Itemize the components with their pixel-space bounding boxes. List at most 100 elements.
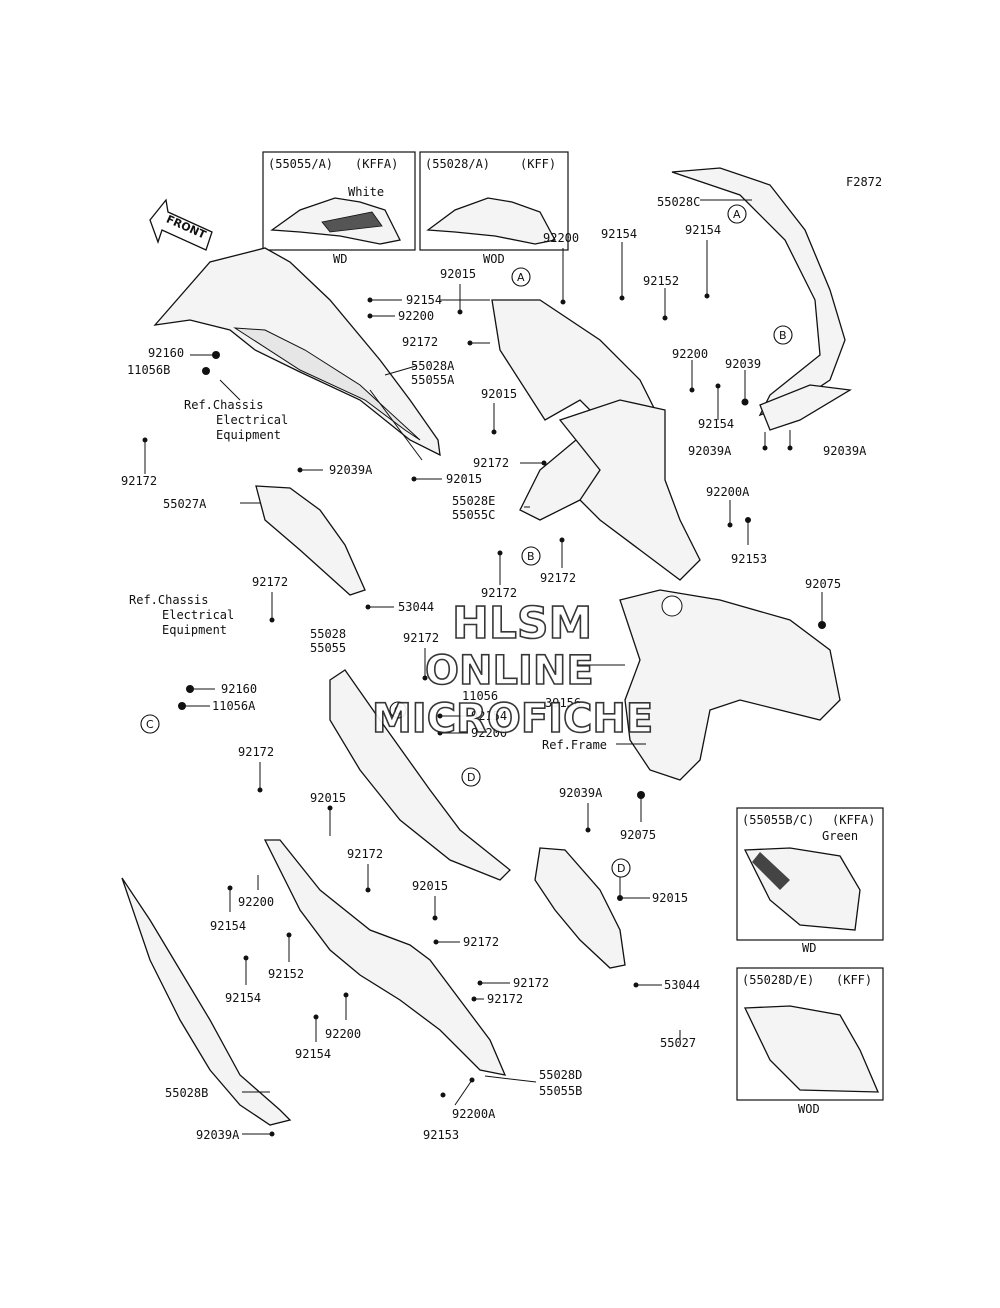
part-label: 92154 bbox=[685, 223, 721, 237]
part-labels: 55028C 92154 92200 92015 92200 92154 921… bbox=[121, 195, 867, 1142]
svg-text:D: D bbox=[467, 771, 475, 784]
part-label: 92039A bbox=[688, 444, 732, 458]
variant-caption: WD bbox=[802, 941, 816, 955]
part-label: 92154 bbox=[698, 417, 734, 431]
svg-text:B: B bbox=[527, 550, 535, 563]
part-label: 92200A bbox=[706, 485, 750, 499]
callout-a-1: A bbox=[727, 204, 747, 224]
part-label: 11056 bbox=[462, 689, 498, 703]
svg-text:Electrical: Electrical bbox=[162, 608, 234, 622]
svg-text:Ref.Chassis: Ref.Chassis bbox=[184, 398, 263, 412]
part-label: 92200 bbox=[325, 1027, 361, 1041]
variant-code: (55055B/C) bbox=[742, 813, 814, 827]
part-label: 92172 bbox=[513, 976, 549, 990]
variant-model: (KFFA) bbox=[355, 157, 398, 171]
part-label: 92160 bbox=[221, 682, 257, 696]
part-label: 92152 bbox=[643, 274, 679, 288]
part-label: 55028D bbox=[539, 1068, 582, 1082]
part-label: 92200 bbox=[238, 895, 274, 909]
part-label: 92039A bbox=[559, 786, 603, 800]
middle-lower-cowl bbox=[329, 669, 511, 881]
part-label: 92200 bbox=[543, 231, 579, 245]
part-label: 92153 bbox=[731, 552, 767, 566]
part-label: 53044 bbox=[398, 600, 434, 614]
part-label: 55028C bbox=[657, 195, 700, 209]
figure-code: F2872 bbox=[846, 175, 882, 189]
ref-frame: Ref.Frame bbox=[542, 738, 607, 752]
callout-c-2: C bbox=[389, 701, 407, 719]
part-label: 92172 bbox=[402, 335, 438, 349]
inner-cowl-frame bbox=[619, 589, 841, 781]
part-label: 92015 bbox=[446, 472, 482, 486]
part-label: 55055A bbox=[411, 373, 455, 387]
ref-chassis-electrical-2: Ref.Chassis Electrical Equipment bbox=[129, 593, 234, 637]
part-label: 92154 bbox=[471, 709, 507, 723]
part-label: 92172 bbox=[403, 631, 439, 645]
part-label: 53044 bbox=[664, 978, 700, 992]
variant-code: (55028D/E) bbox=[742, 973, 814, 987]
lower-long-cowl bbox=[121, 877, 292, 1126]
part-label: 92154 bbox=[406, 293, 442, 307]
part-label: 92075 bbox=[620, 828, 656, 842]
part-label: 92015 bbox=[481, 387, 517, 401]
cowling-variant-shape bbox=[426, 197, 556, 245]
inner-panel-55027a bbox=[255, 485, 366, 596]
variant-color-note: Green bbox=[822, 829, 858, 843]
part-label: 92172 bbox=[238, 745, 274, 759]
callout-c-1: C bbox=[140, 714, 160, 734]
part-label: 55027 bbox=[660, 1036, 696, 1050]
part-label: 92039 bbox=[725, 357, 761, 371]
part-label: 92015 bbox=[310, 791, 346, 805]
watermark-line3: MICROFICHE bbox=[372, 696, 653, 742]
part-label: 92200 bbox=[672, 347, 708, 361]
svg-text:C: C bbox=[394, 704, 402, 717]
svg-text:Equipment: Equipment bbox=[216, 428, 281, 442]
part-label: 92172 bbox=[121, 474, 157, 488]
part-label: 55027A bbox=[163, 497, 207, 511]
part-label: 92039A bbox=[196, 1128, 240, 1142]
part-label: 39156 bbox=[545, 696, 581, 710]
part-label: 92200A bbox=[452, 1107, 496, 1121]
part-label: 92154 bbox=[295, 1047, 331, 1061]
variant-color-note: White bbox=[348, 185, 384, 199]
part-label: 55028 bbox=[310, 627, 346, 641]
part-label: 92154 bbox=[225, 991, 261, 1005]
variant-box-55028d-kff: (55028D/E) (KFF) WOD bbox=[736, 967, 884, 1116]
part-label: 92015 bbox=[652, 891, 688, 905]
variant-code: (55028/A) bbox=[425, 157, 490, 171]
callout-d-1: D bbox=[461, 767, 481, 787]
part-label: 92015 bbox=[440, 267, 476, 281]
variant-caption: WOD bbox=[483, 252, 505, 266]
callout-b-1: B bbox=[773, 325, 793, 345]
svg-text:Ref.Chassis: Ref.Chassis bbox=[129, 593, 208, 607]
leader-lines bbox=[144, 199, 823, 1135]
part-label: 11056A bbox=[212, 699, 256, 713]
lower-side-cowl bbox=[263, 839, 507, 1076]
svg-text:C: C bbox=[146, 718, 154, 731]
part-label: 92172 bbox=[252, 575, 288, 589]
part-label: 92039A bbox=[823, 444, 867, 458]
callout-d-2: D bbox=[611, 858, 631, 878]
svg-text:Electrical: Electrical bbox=[216, 413, 288, 427]
variant-code: (55055/A) bbox=[268, 157, 333, 171]
part-label: 92172 bbox=[540, 571, 576, 585]
variant-model: (KFF) bbox=[520, 157, 556, 171]
part-label: 92172 bbox=[487, 992, 523, 1006]
ref-chassis-electrical-1: Ref.Chassis Electrical Equipment bbox=[184, 398, 288, 442]
variant-model: (KFFA) bbox=[832, 813, 875, 827]
svg-text:Equipment: Equipment bbox=[162, 623, 227, 637]
variant-caption: WOD bbox=[798, 1102, 820, 1116]
variant-box-55028-kff: (55028/A) (KFF) WOD bbox=[419, 151, 569, 266]
part-label: 92172 bbox=[347, 847, 383, 861]
part-label: 92154 bbox=[210, 919, 246, 933]
lower-cowl-variant-shape bbox=[743, 1005, 879, 1093]
callout-b-2: B bbox=[521, 546, 541, 566]
svg-text:A: A bbox=[733, 208, 741, 221]
svg-text:A: A bbox=[517, 271, 525, 284]
part-label: 92172 bbox=[473, 456, 509, 470]
part-label: 92153 bbox=[423, 1128, 459, 1142]
svg-text:D: D bbox=[617, 862, 625, 875]
watermark-line2: ONLINE bbox=[425, 648, 594, 694]
part-label: 55055 bbox=[310, 641, 346, 655]
